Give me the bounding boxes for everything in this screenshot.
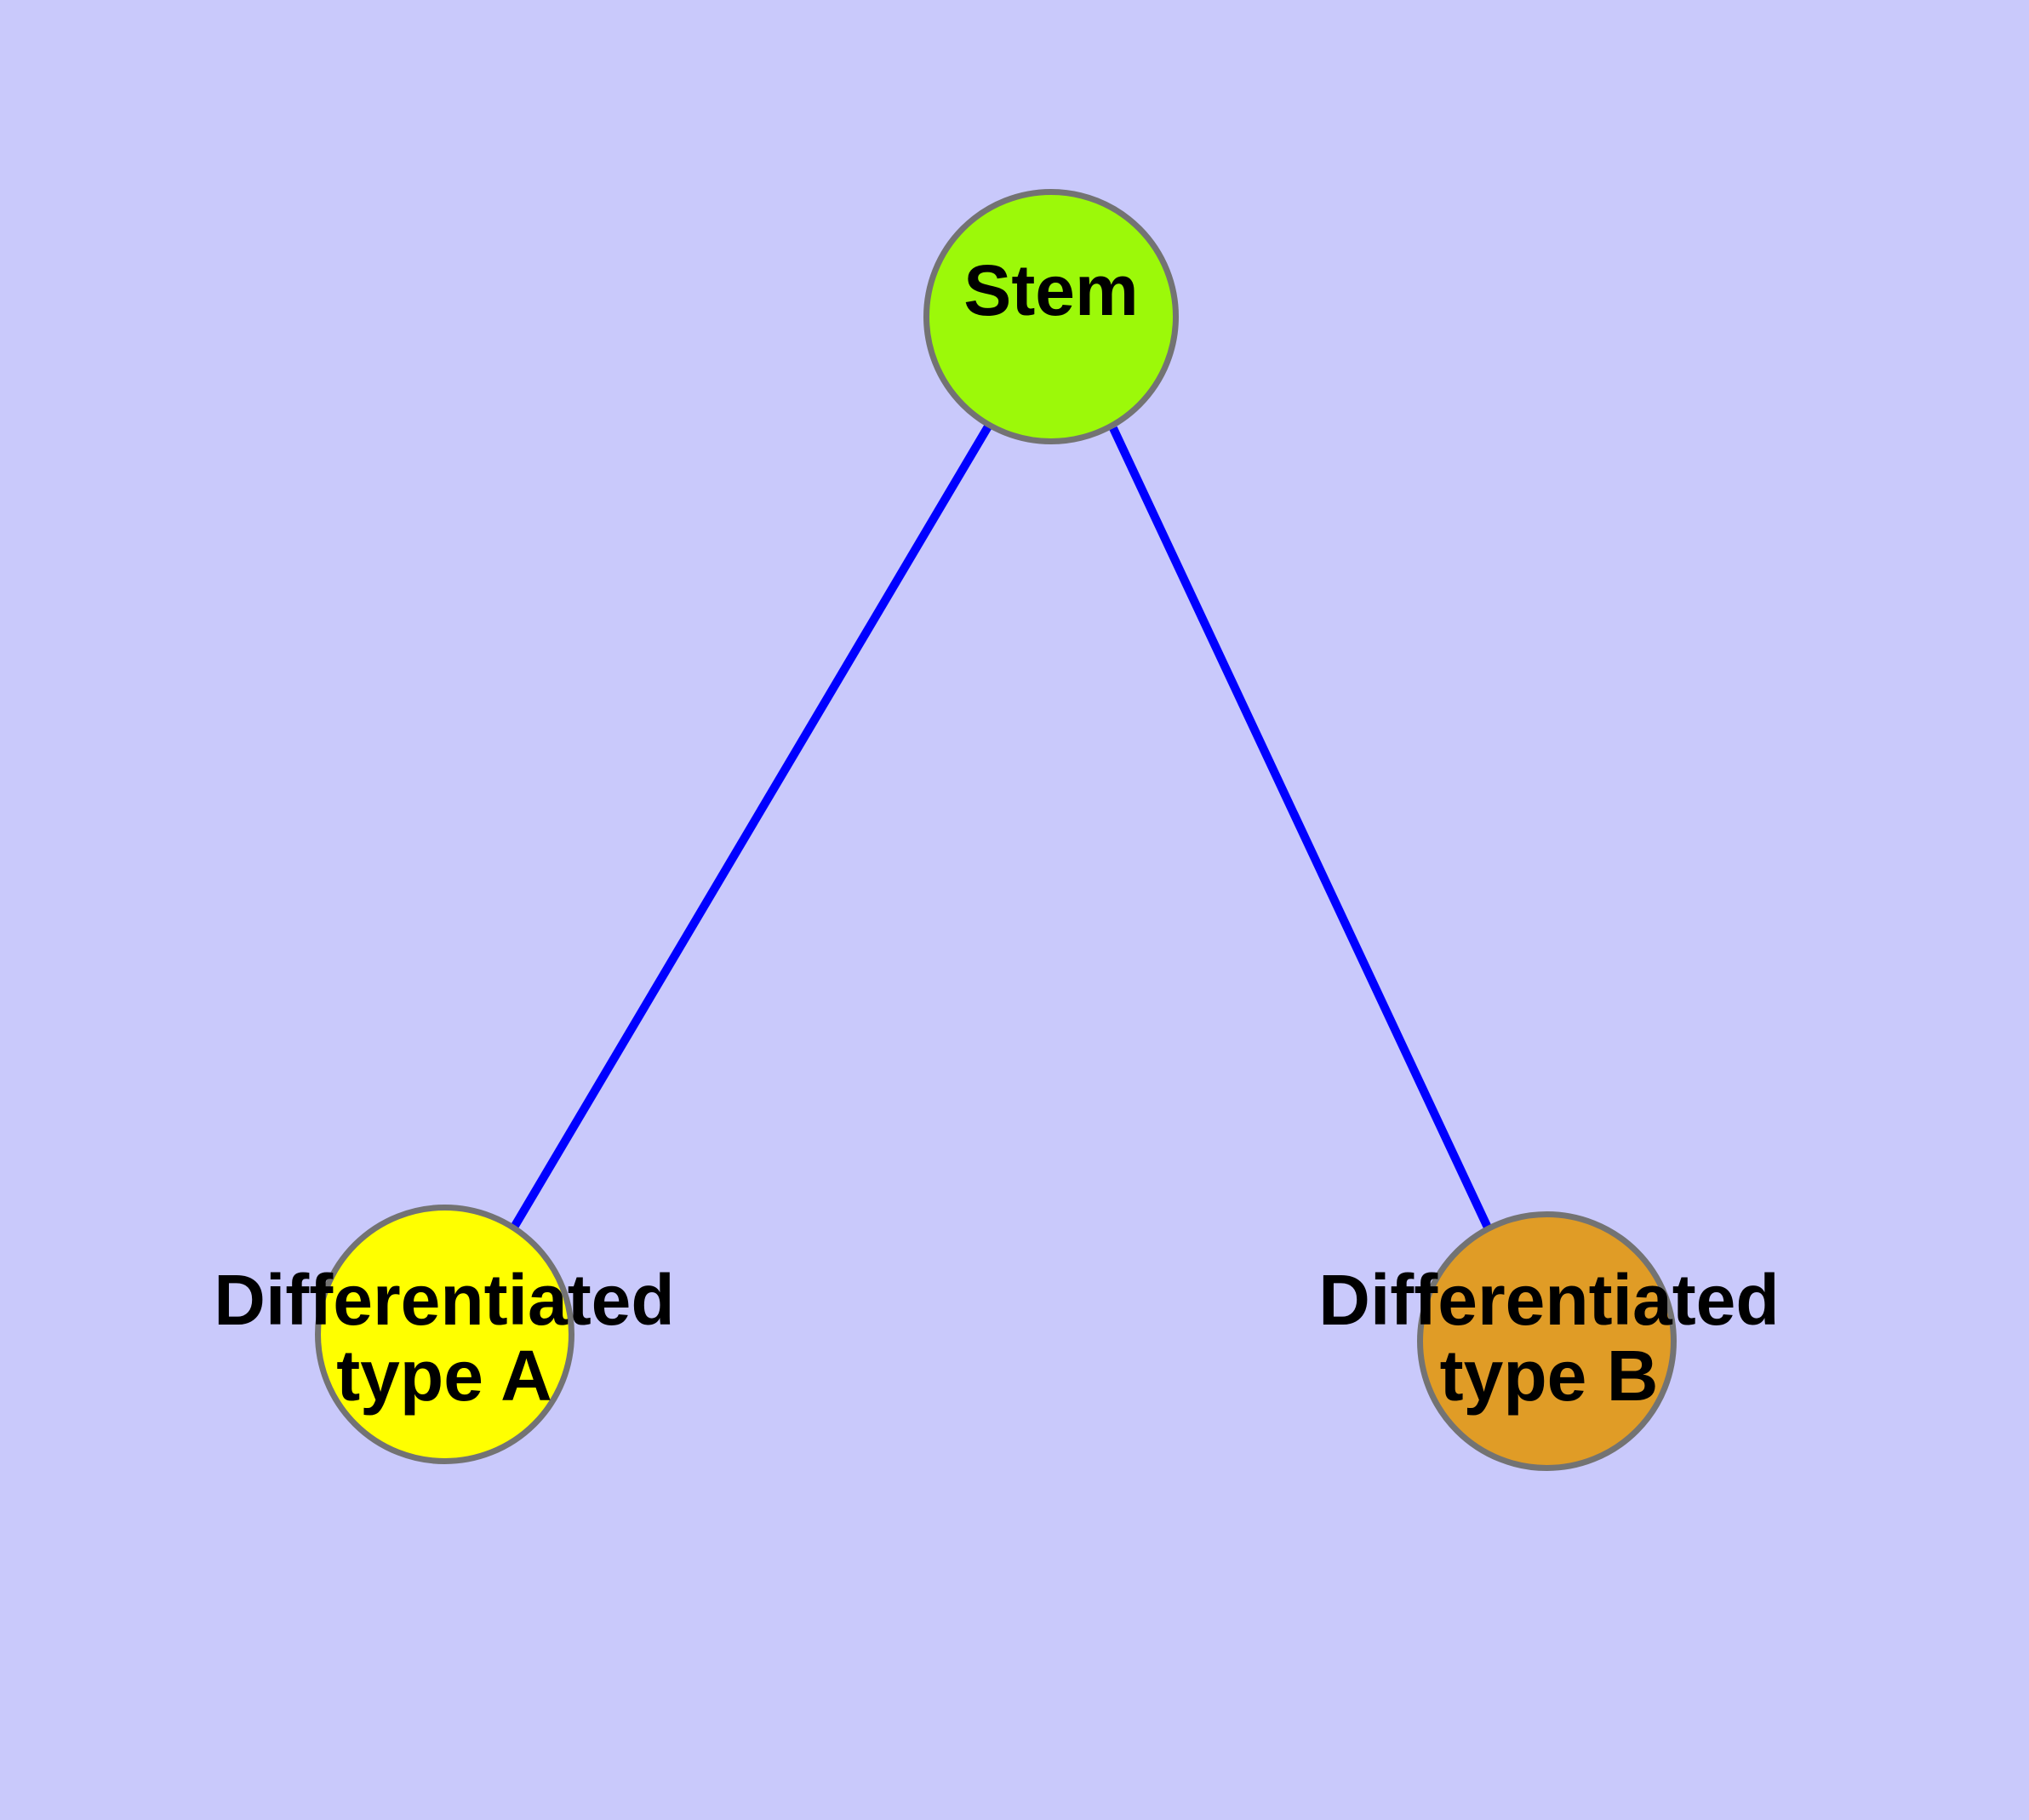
node-differentiated-type-b[interactable] — [1417, 1211, 1677, 1471]
edge-stem-to-differentiated-type-a[interactable] — [511, 424, 992, 1228]
edge-stem-to-differentiated-type-b[interactable] — [1109, 426, 1492, 1230]
node-differentiated-type-a[interactable] — [315, 1205, 574, 1464]
node-stem[interactable] — [923, 189, 1179, 444]
